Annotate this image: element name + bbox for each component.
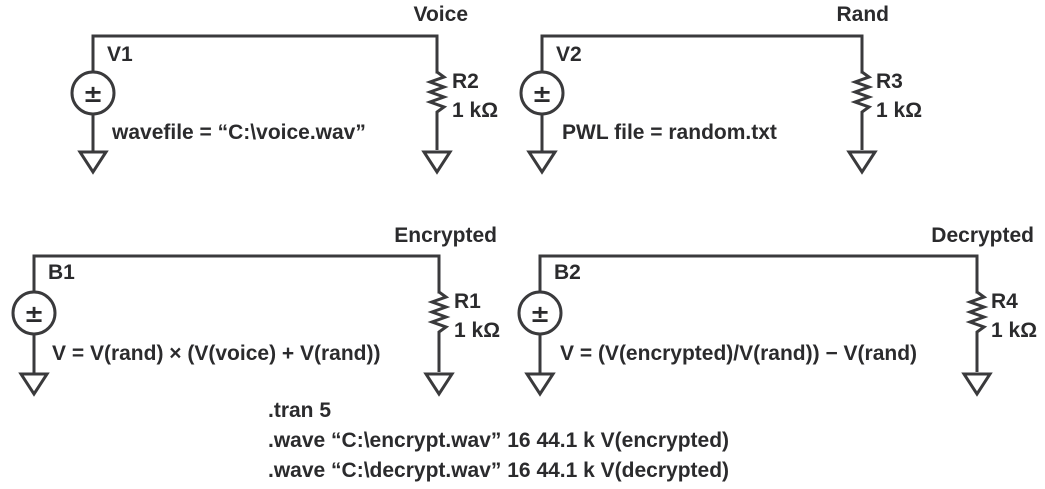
plus-minus-icon: ± <box>24 300 44 328</box>
ground-icon <box>18 372 50 397</box>
net-label-voice: Voice <box>414 3 468 26</box>
ground-icon <box>961 372 993 397</box>
directive-tran: .tran 5 <box>268 399 331 422</box>
resistor-name-r2: R2 <box>452 70 479 93</box>
resistor-value-r3: 1 kΩ <box>876 99 922 122</box>
source-name-b1: B1 <box>48 261 75 284</box>
ground-icon <box>846 150 878 175</box>
source-name-v1: V1 <box>107 43 133 66</box>
resistor-name-r3: R3 <box>876 70 903 93</box>
directive-wave-decrypt: .wave “C:\decrypt.wav” 16 44.1 k V(decry… <box>268 459 729 482</box>
wire <box>538 254 979 294</box>
spice-directives: .tran 5 .wave “C:\encrypt.wav” 16 44.1 k… <box>268 399 729 482</box>
wire <box>540 34 864 74</box>
resistor-r4 <box>965 290 989 372</box>
ground-icon <box>421 150 453 175</box>
plus-minus-icon: ± <box>530 300 550 328</box>
resistor-r2 <box>425 70 449 150</box>
net-label-encrypted: Encrypted <box>394 224 497 247</box>
source-param-v1: wavefile = “C:\voice.wav” <box>111 121 366 144</box>
resistor-r1 <box>427 290 451 372</box>
plus-minus-icon: ± <box>532 80 552 108</box>
ground-icon <box>77 150 109 175</box>
circuit-voice: ± Voice V1 R2 1 kΩ wavefile = “C:\voice.… <box>70 3 498 175</box>
circuit-decrypted: ± Decrypted B2 R4 1 kΩ V = (V(encrypted)… <box>517 224 1037 397</box>
ground-icon <box>524 372 556 397</box>
resistor-name-r4: R4 <box>991 290 1018 313</box>
resistor-r3 <box>850 70 874 150</box>
resistor-value-r4: 1 kΩ <box>991 319 1037 342</box>
circuit-encrypted: ± Encrypted B1 R1 1 kΩ V = V(rand) × (V(… <box>11 224 500 397</box>
ground-icon <box>526 150 558 175</box>
directive-wave-encrypt: .wave “C:\encrypt.wav” 16 44.1 k V(encry… <box>268 429 729 452</box>
resistor-name-r1: R1 <box>454 290 481 313</box>
source-name-v2: V2 <box>556 43 582 66</box>
plus-minus-icon: ± <box>83 80 103 108</box>
wire <box>32 254 441 294</box>
source-param-b1: V = V(rand) × (V(voice) + V(rand)) <box>52 342 380 365</box>
source-param-b2: V = (V(encrypted)/V(rand)) − V(rand) <box>560 342 917 365</box>
source-param-v2: PWL file = random.txt <box>562 121 777 144</box>
wire <box>91 34 439 74</box>
source-name-b2: B2 <box>554 261 581 284</box>
circuit-rand: ± Rand V2 R3 1 kΩ PWL file = random.txt <box>519 3 922 175</box>
net-label-decrypted: Decrypted <box>931 224 1034 247</box>
resistor-value-r1: 1 kΩ <box>454 319 500 342</box>
resistor-value-r2: 1 kΩ <box>452 99 498 122</box>
ground-icon <box>423 372 455 397</box>
net-label-rand: Rand <box>837 3 890 26</box>
